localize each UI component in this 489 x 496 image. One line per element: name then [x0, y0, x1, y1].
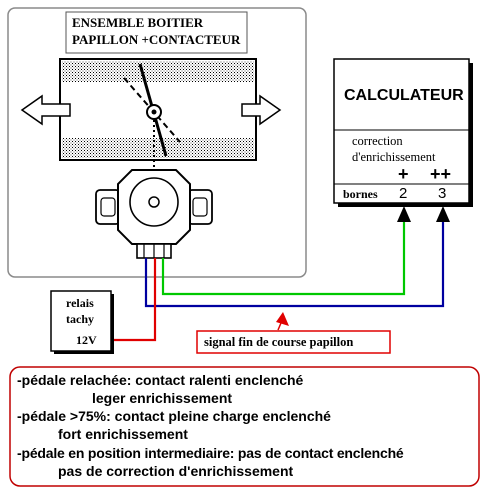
red-wire [106, 258, 157, 342]
relay-label-line2: tachy [66, 312, 94, 326]
note-line: pas de correction d'enrichissement [58, 463, 294, 479]
note-line: -pédale en position intermediaire: pas d… [17, 445, 404, 461]
airflow-left-arrow-icon [20, 94, 71, 126]
blue-wire [144, 220, 445, 308]
terminals-label: bornes [343, 187, 378, 201]
green-wire [161, 220, 406, 296]
relay-voltage-label: 12V [76, 333, 97, 347]
terminal-2-arrow-icon [397, 206, 411, 222]
calculator-subtitle-line2: d'enrichissement [352, 150, 436, 164]
terminal-3-arrow-icon [436, 206, 450, 222]
airflow-right-arrow-icon [241, 94, 282, 126]
terminal-3-label: 3 [438, 185, 447, 202]
note-line: leger enrichissement [92, 390, 233, 406]
relay-box [50, 290, 112, 352]
calculator-subtitle-line1: correction [352, 134, 403, 148]
calculator-title: CALCULATEUR [344, 87, 464, 104]
assembly-title-line2: PAPILLON +CONTACTEUR [72, 32, 241, 47]
plus-one-label: + [398, 164, 409, 184]
terminal-2-label: 2 [399, 185, 408, 202]
butterfly-valve-icon [123, 63, 181, 157]
signal-label-box [196, 330, 391, 354]
plus-two-label: ++ [430, 164, 452, 184]
calculator-box [333, 58, 470, 204]
signal-label: signal fin de course papillon [204, 335, 354, 349]
notes-box [9, 366, 480, 487]
relay-label-line1: relais [66, 296, 94, 310]
note-line: fort enrichissement [58, 426, 188, 442]
note-line: -pédale >75%: contact pleine charge encl… [17, 408, 331, 424]
assembly-title-line1: ENSEMBLE BOITIER [72, 15, 204, 30]
note-line: -pédale relachée: contact ralenti enclen… [17, 372, 304, 388]
assembly-title-box [65, 11, 248, 54]
throttle-switch [95, 169, 213, 259]
